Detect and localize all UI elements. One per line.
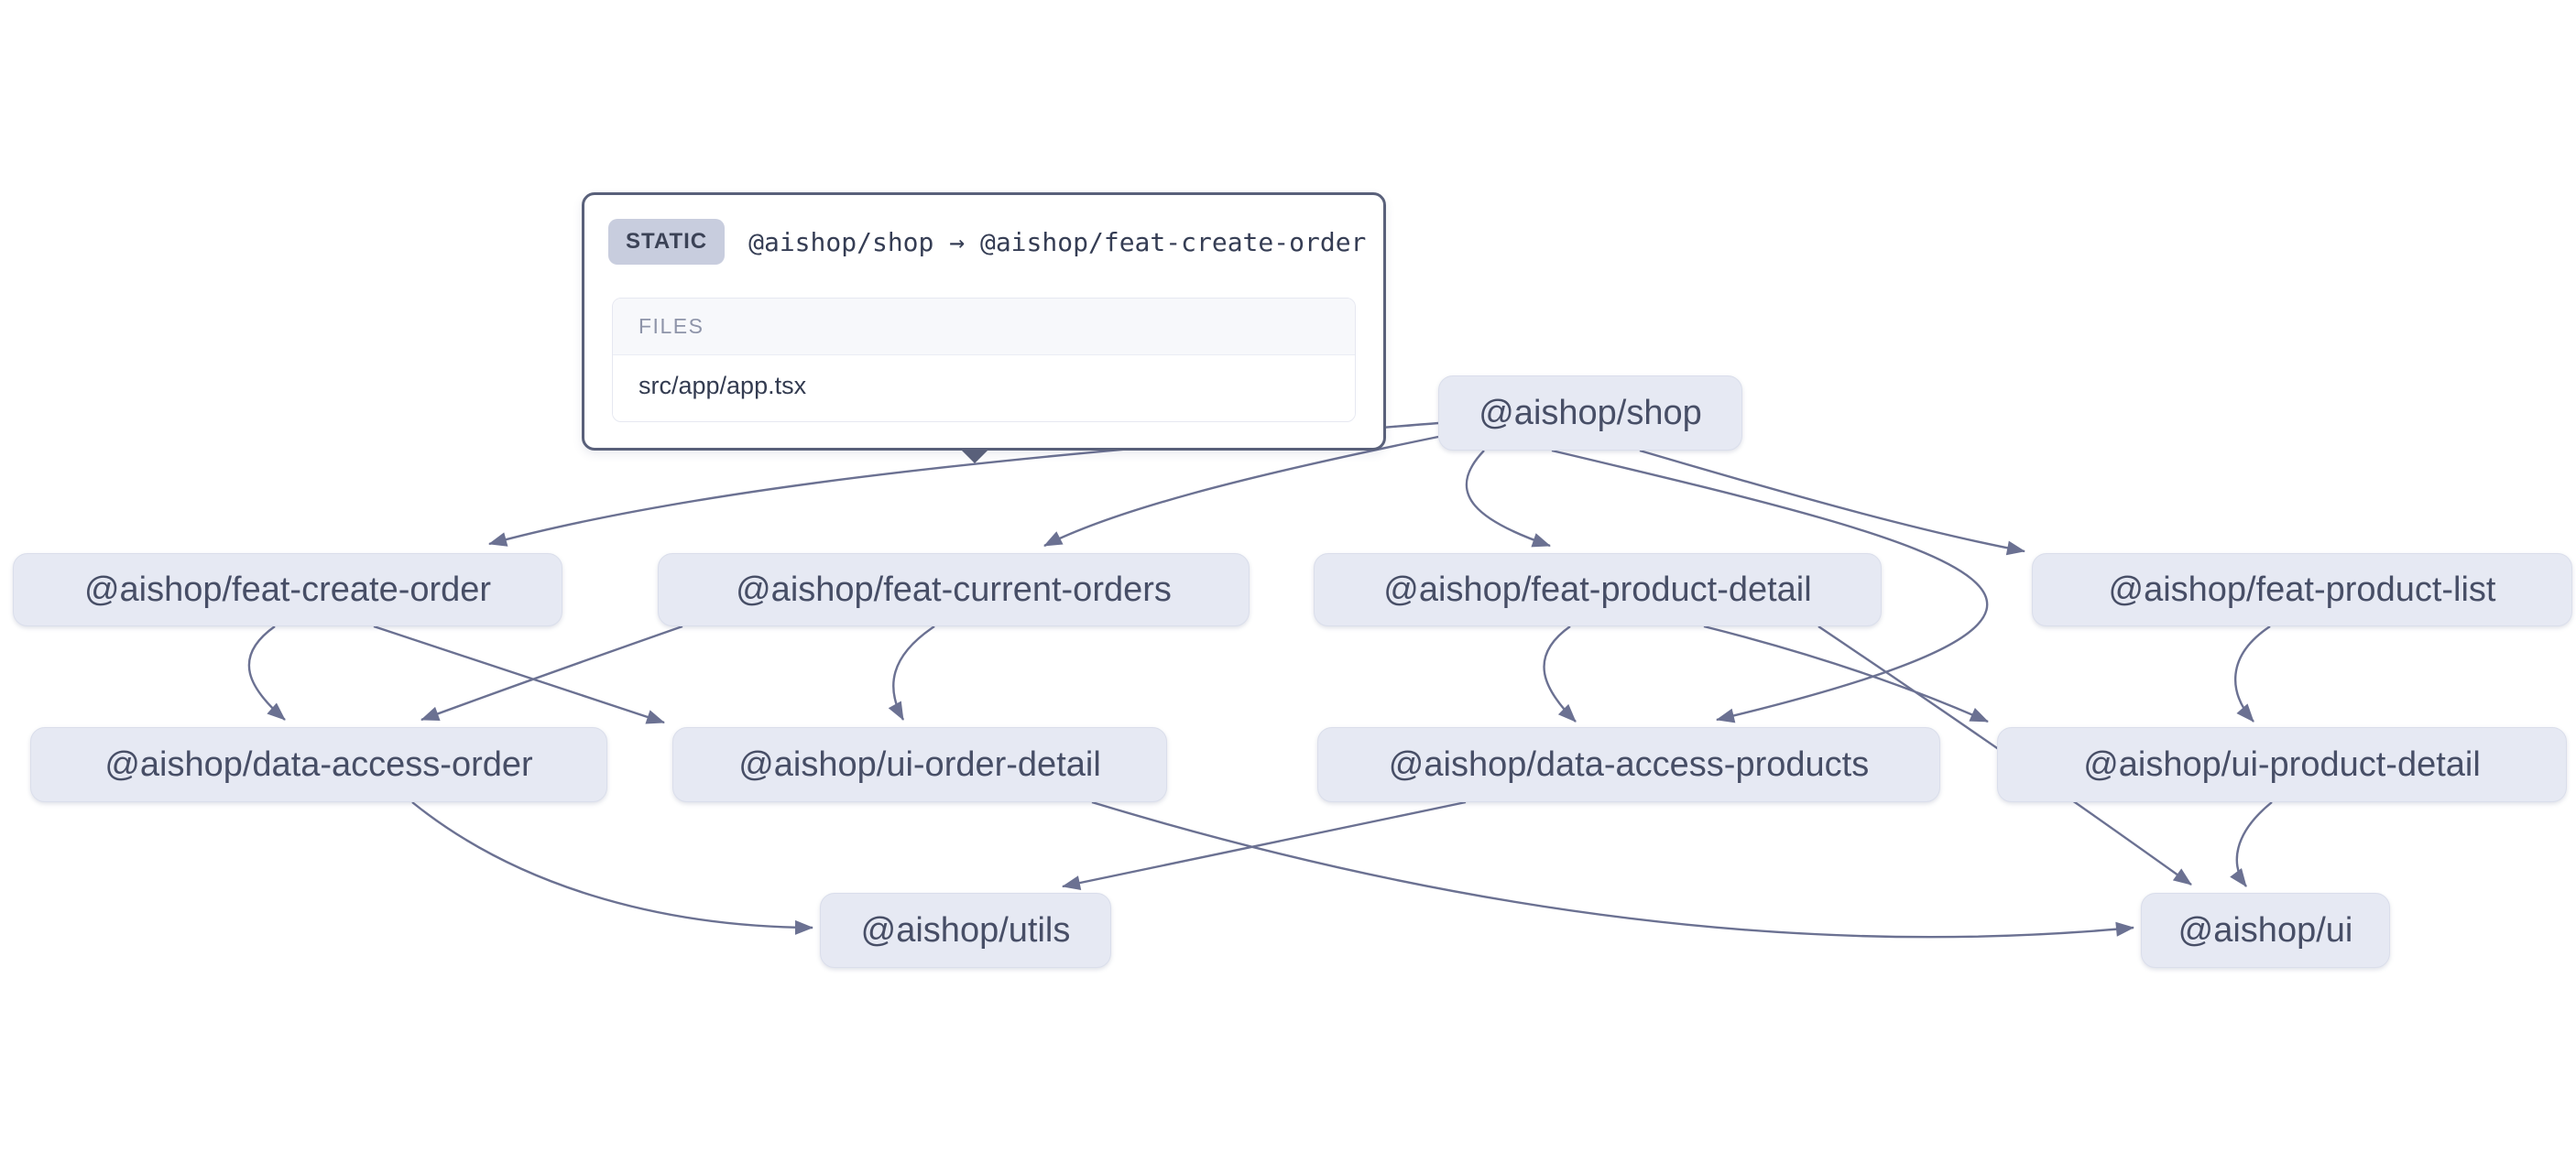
edge-ui-order-detail-ui[interactable] <box>1091 800 2134 939</box>
node-data-access-products[interactable]: @aishop/data-access-products <box>1317 727 1940 802</box>
edge-shop-feat-product-detail[interactable] <box>1465 450 1551 548</box>
node-shop[interactable]: @aishop/shop <box>1438 375 1742 451</box>
edge-file-item: src/app/app.tsx <box>613 355 1355 417</box>
edge-feat-product-detail-data-access-products[interactable] <box>1543 625 1577 723</box>
node-data-access-order[interactable]: @aishop/data-access-order <box>30 727 607 802</box>
edge-ui-product-detail-ui[interactable] <box>2230 801 2273 887</box>
edge-shop-feat-product-list[interactable] <box>1639 449 2025 556</box>
edge-tooltip-header: STATIC @aishop/shop → @aishop/feat-creat… <box>584 195 1383 265</box>
edge-feat-current-orders-data-access-order[interactable] <box>420 625 683 722</box>
node-ui-order-detail[interactable]: @aishop/ui-order-detail <box>672 727 1167 802</box>
edge-feat-product-list-ui-product-detail[interactable] <box>2234 625 2271 723</box>
tooltip-caret <box>960 449 989 463</box>
edge-feat-create-order-data-access-order[interactable] <box>247 625 286 721</box>
node-feat-product-detail[interactable]: @aishop/feat-product-detail <box>1314 553 1882 626</box>
node-ui[interactable]: @aishop/ui <box>2141 893 2390 968</box>
edge-files-header: FILES <box>613 299 1355 355</box>
edge-tooltip: STATIC @aishop/shop → @aishop/feat-creat… <box>582 192 1386 463</box>
node-ui-product-detail[interactable]: @aishop/ui-product-detail <box>1997 727 2567 802</box>
edge-type-badge: STATIC <box>608 219 726 265</box>
edge-feat-create-order-ui-order-detail[interactable] <box>373 625 665 724</box>
node-utils[interactable]: @aishop/utils <box>820 893 1111 968</box>
edge-feat-product-detail-ui-product-detail[interactable] <box>1703 625 1989 723</box>
node-feat-product-list[interactable]: @aishop/feat-product-list <box>2032 553 2572 626</box>
edge-tooltip-title: @aishop/shop → @aishop/feat-create-order <box>748 226 1367 257</box>
edge-feat-current-orders-ui-order-detail[interactable] <box>888 625 935 721</box>
node-feat-current-orders[interactable]: @aishop/feat-current-orders <box>658 553 1250 626</box>
edge-shop-feat-current-orders[interactable] <box>1043 435 1439 548</box>
edge-files-panel: FILES src/app/app.tsx <box>612 298 1356 422</box>
edge-data-access-order-utils[interactable] <box>411 801 813 935</box>
node-feat-create-order[interactable]: @aishop/feat-create-order <box>13 553 562 626</box>
edge-data-access-products-utils[interactable] <box>1062 800 1467 890</box>
